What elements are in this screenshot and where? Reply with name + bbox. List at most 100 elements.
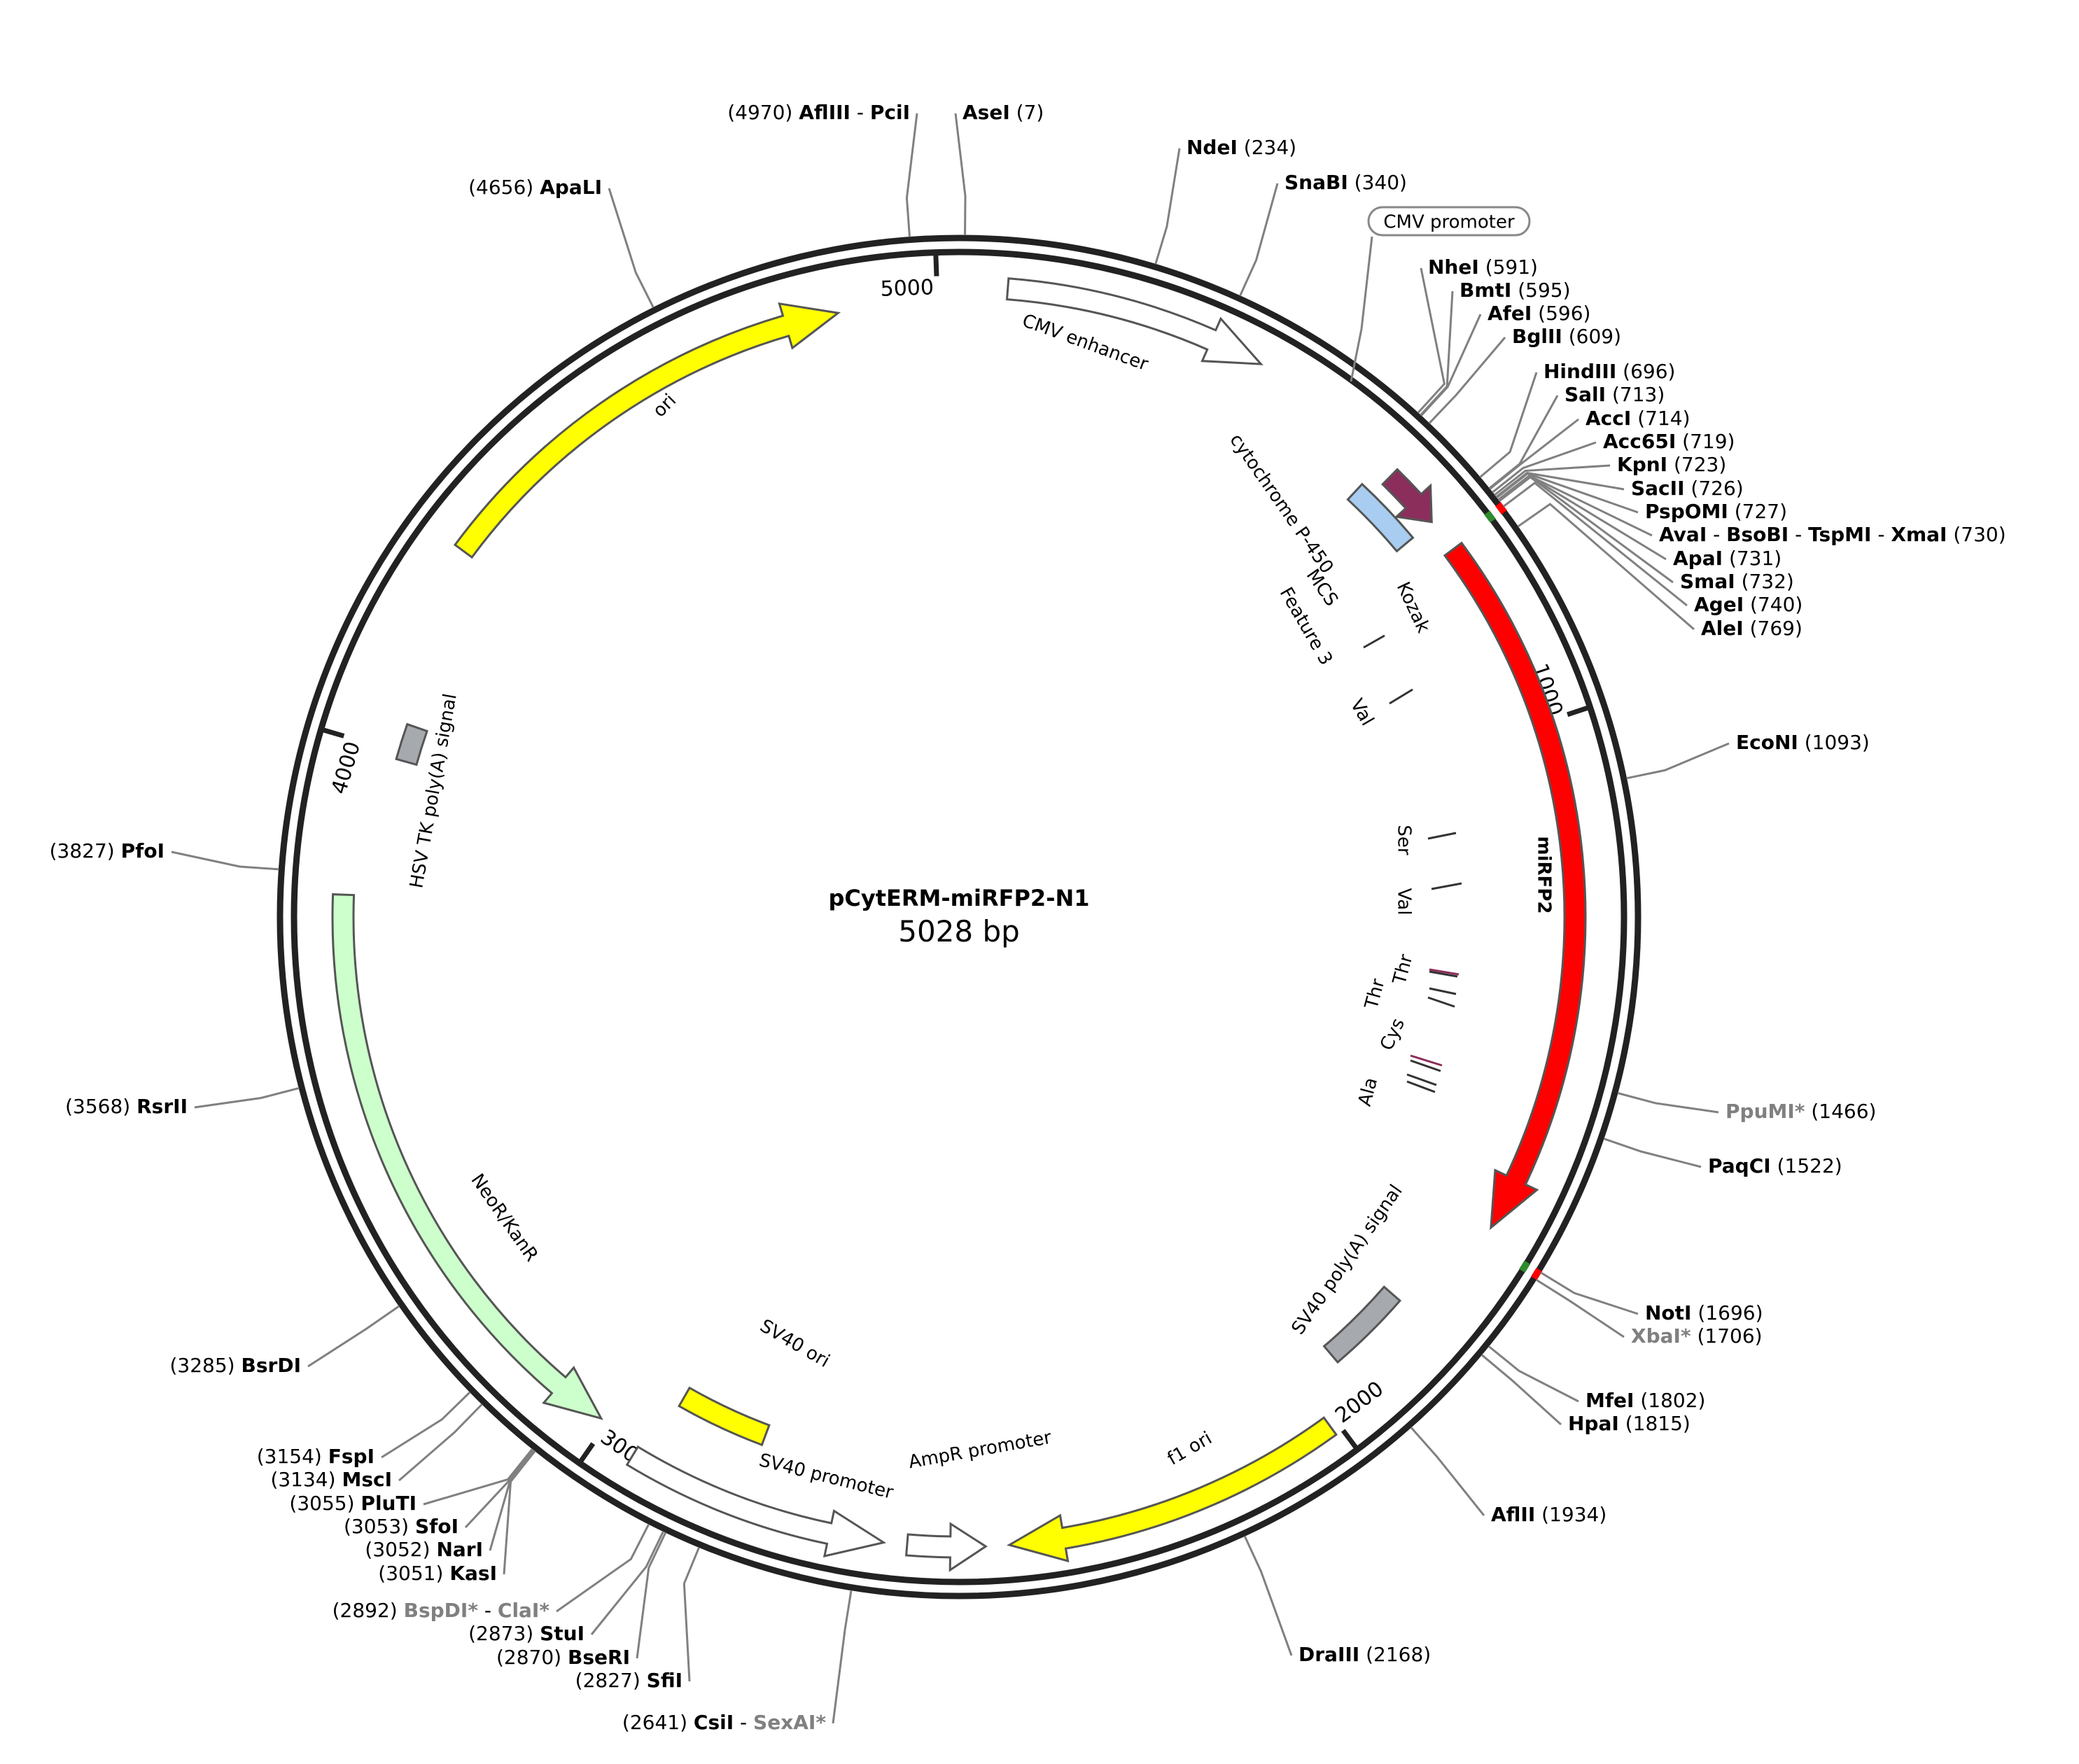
- small-label-val-1: Val: [1346, 695, 1378, 729]
- site-position: (1934): [1541, 1503, 1606, 1526]
- site-name: NotI: [1645, 1301, 1691, 1324]
- site-separator: [1667, 453, 1674, 476]
- site-separator: [1691, 1324, 1698, 1348]
- small-label-tick: [1410, 1059, 1441, 1072]
- site-position: (3827): [50, 839, 115, 862]
- small-label-tick: [1431, 882, 1462, 890]
- feature-label-f1-ori: f1 ori: [1164, 1428, 1216, 1470]
- feature-label-cytochrome-p450: cytochrome P-450: [1225, 430, 1337, 578]
- site-separator: [1744, 617, 1750, 640]
- site-separator: [1685, 477, 1691, 500]
- site-leader: [1535, 1279, 1625, 1338]
- site-leader: [1498, 475, 1674, 584]
- site-position: (4970): [727, 101, 792, 124]
- site-position: (1696): [1698, 1301, 1763, 1324]
- site-label: AseI (7): [962, 101, 1044, 124]
- site-separator: [115, 839, 121, 862]
- feature-leader: [1350, 328, 1363, 382]
- residue-tick: [1429, 968, 1460, 976]
- site-name: SexAI*: [753, 1711, 826, 1734]
- site-separator: [443, 1562, 449, 1585]
- site-separator: [1691, 1301, 1698, 1324]
- tick-label: 5000: [880, 275, 934, 302]
- site-separator: [640, 1669, 647, 1692]
- small-label-thr-1: Thr: [1389, 952, 1417, 988]
- site-leader: [1243, 1535, 1293, 1656]
- site-position: (340): [1354, 171, 1407, 194]
- site-leader: [1480, 1354, 1562, 1426]
- site-name: HpaI: [1568, 1412, 1619, 1435]
- site-name: AccI: [1586, 407, 1631, 430]
- plasmid-name: pCytERM-miRFP2-N1: [828, 885, 1089, 911]
- site-separator: -: [850, 101, 870, 124]
- site-name: ClaI*: [498, 1599, 550, 1622]
- site-position: (740): [1750, 593, 1802, 616]
- site-leader: [1489, 418, 1579, 490]
- site-leader: [1502, 481, 1688, 607]
- site-separator: [235, 1354, 241, 1377]
- site-label: ApaI (731): [1673, 547, 1782, 570]
- site-name: AflIII: [799, 101, 850, 124]
- site-name: BglII: [1512, 325, 1562, 348]
- site-position: (2168): [1366, 1643, 1431, 1666]
- site-name: PciI: [870, 101, 910, 124]
- site-leader: [1494, 464, 1611, 496]
- site-leader: [1488, 1345, 1579, 1403]
- site-position: (595): [1518, 279, 1570, 302]
- site-name: NheI: [1428, 255, 1479, 279]
- site-separator: [1619, 1412, 1625, 1435]
- residue-tick: [1427, 996, 1455, 1008]
- site-leader: [905, 113, 918, 237]
- site-label: (4970) AflIII - PciI: [727, 101, 910, 124]
- site-leader: [1517, 503, 1695, 631]
- site-leader: [171, 850, 279, 871]
- small-label-ser: Ser: [1394, 825, 1415, 855]
- site-separator: [1728, 500, 1735, 523]
- site-position: (2827): [575, 1669, 640, 1692]
- site-separator: [533, 176, 540, 199]
- site-separator: [398, 1599, 404, 1622]
- site-name: AseI: [962, 101, 1010, 124]
- site-leader: [556, 1523, 650, 1613]
- small-label-ala: Ala: [1354, 1075, 1382, 1108]
- site-separator: [1616, 360, 1623, 383]
- site-label: KpnI (723): [1617, 453, 1726, 476]
- site-position: (3055): [289, 1492, 354, 1515]
- site-name: SnaBI: [1284, 171, 1348, 194]
- site-name: Acc65I: [1603, 430, 1676, 453]
- site-separator: [1479, 255, 1485, 279]
- site-position: (727): [1735, 500, 1787, 523]
- site-separator: [1744, 593, 1750, 616]
- site-separator: [1606, 383, 1612, 406]
- site-leader-lines: [171, 113, 1730, 1724]
- site-leader: [1420, 290, 1454, 416]
- site-name: AgeI: [1694, 593, 1744, 616]
- site-position: (1802): [1640, 1389, 1705, 1412]
- tick-mark: [579, 1442, 596, 1462]
- site-name: BmtI: [1460, 279, 1511, 302]
- feature-label-mcs: MCS: [1302, 566, 1342, 610]
- site-position: (3154): [257, 1445, 322, 1468]
- site-label: (2873) StuI: [468, 1622, 584, 1645]
- feature-neor-kanr: [331, 893, 603, 1420]
- site-name: AflII: [1491, 1503, 1535, 1526]
- site-leader: [1603, 1138, 1702, 1168]
- site-label: Acc65I (719): [1603, 430, 1735, 453]
- site-separator: -: [1788, 523, 1808, 546]
- feature-label-cmv-promoter: CMV promoter: [1383, 212, 1515, 233]
- site-leader: [489, 1450, 536, 1551]
- site-position: (234): [1244, 136, 1296, 159]
- site-separator: [322, 1445, 328, 1468]
- site-separator: [1348, 171, 1354, 194]
- site-separator: [792, 101, 799, 124]
- site-name: BseRI: [568, 1646, 630, 1669]
- site-label: AvaI - BsoBI - TspMI - XmaI (730): [1659, 523, 2006, 546]
- site-name: SfoI: [415, 1515, 458, 1538]
- site-label: PspOMI (727): [1645, 500, 1787, 523]
- site-position: (609): [1569, 325, 1621, 348]
- site-position: (769): [1750, 617, 1802, 640]
- site-position: (1522): [1777, 1154, 1842, 1177]
- site-leader: [1540, 1271, 1639, 1315]
- site-position: (696): [1623, 360, 1675, 383]
